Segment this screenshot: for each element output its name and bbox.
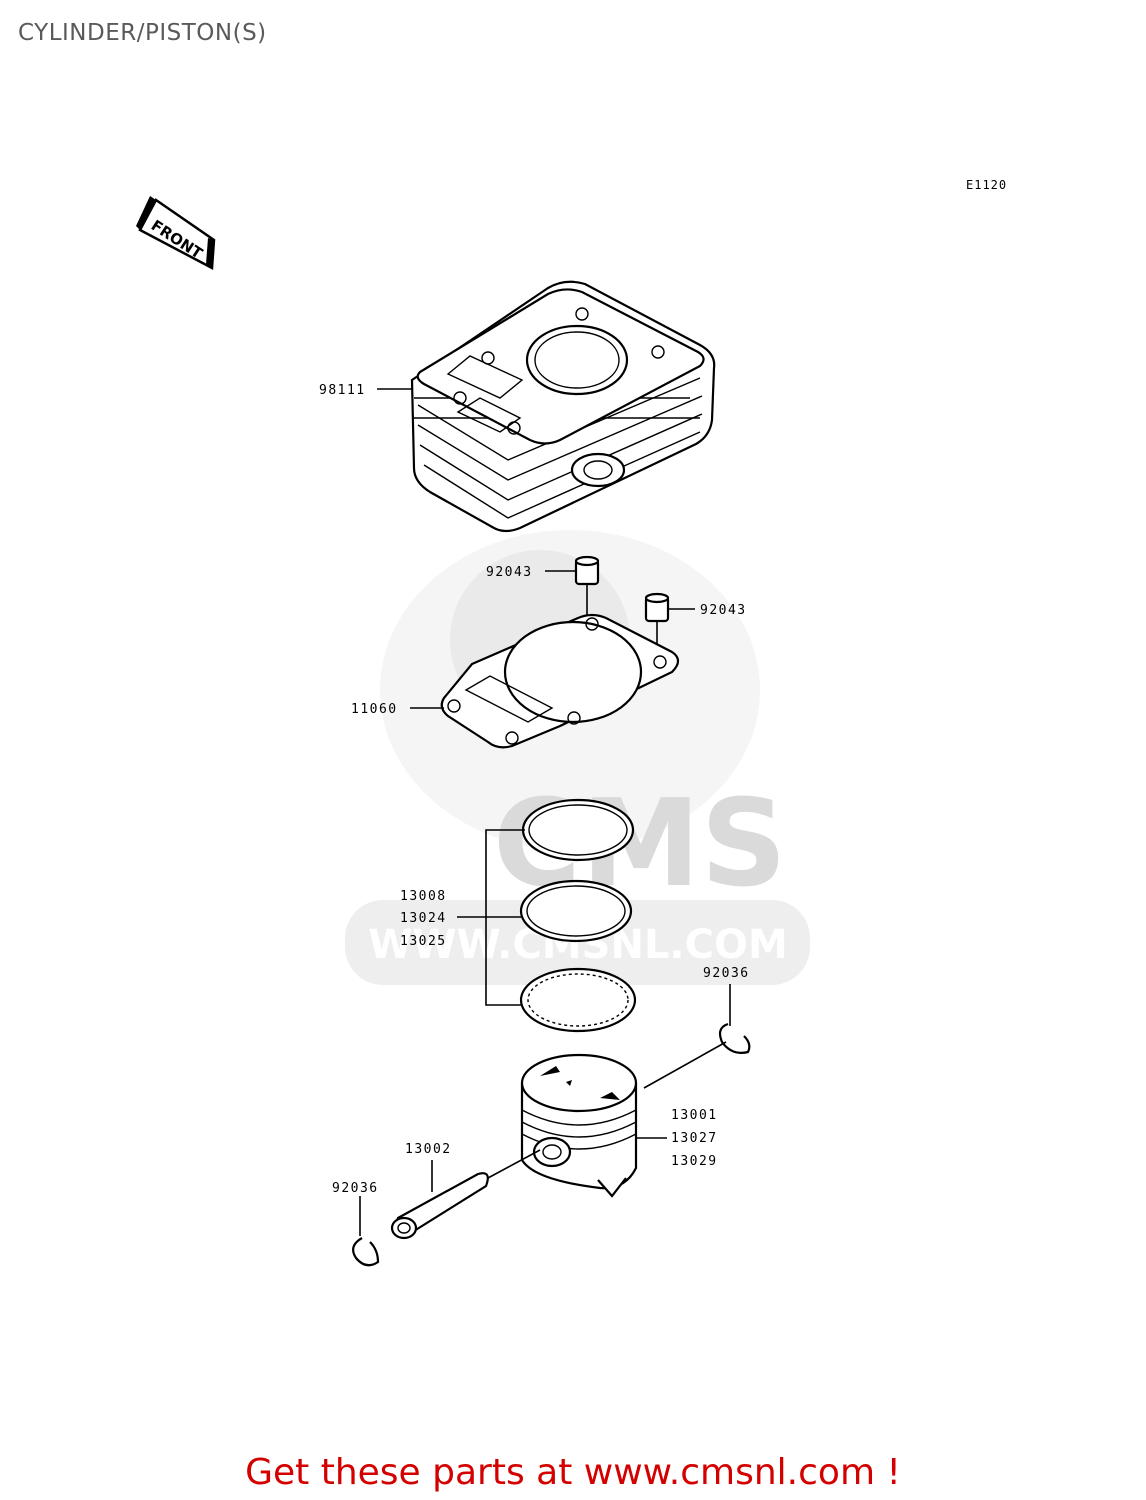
cylinder-part [410, 280, 716, 533]
label-clip-left: 92036 [332, 1181, 379, 1196]
label-gasket: 11060 [351, 702, 398, 717]
gasket-part [440, 613, 680, 749]
dowel-left [574, 555, 600, 618]
circlip-left [351, 1237, 380, 1267]
label-piston-2: 13027 [671, 1131, 718, 1146]
label-dowel-right: 92043 [700, 603, 747, 618]
label-pin: 13002 [405, 1142, 452, 1157]
promo-link[interactable]: Get these parts at www.cmsnl.com ! [245, 1452, 901, 1493]
label-dowel-left: 92043 [486, 565, 533, 580]
circlip-right [643, 1022, 751, 1089]
label-piston-3: 13029 [671, 1154, 718, 1169]
label-clip-right: 92036 [703, 966, 750, 981]
exploded-parts-diagram: CMS WWW.CMSNL.COM FRONT [136, 196, 810, 1267]
dowel-right [644, 592, 670, 656]
label-cylinder: 98111 [319, 383, 366, 398]
label-ring-3: 13025 [400, 934, 447, 949]
label-ring-2: 13024 [400, 911, 447, 926]
page-title: CYLINDER/PISTON(S) [18, 20, 267, 46]
front-direction-marker: FRONT [136, 196, 216, 270]
diagram-code: E1120 [966, 178, 1008, 192]
piston-pin [390, 1149, 541, 1240]
label-ring-1: 13008 [400, 889, 447, 904]
piston-rings [519, 798, 637, 1033]
label-piston-1: 13001 [671, 1108, 718, 1123]
leader-lines [359, 388, 731, 1236]
piston-part [520, 1053, 638, 1198]
